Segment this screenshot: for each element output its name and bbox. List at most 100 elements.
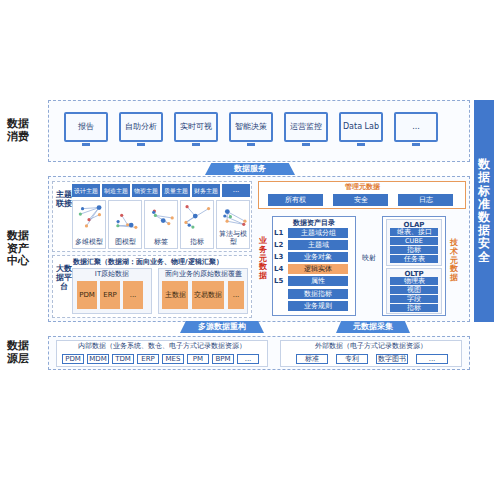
label-text: PDM — [65, 355, 81, 363]
label-text: MDM — [89, 355, 106, 363]
arrow-band: 多源数据重构 — [180, 321, 264, 333]
label-text: 实时可视 — [180, 122, 212, 131]
data-item: ... — [123, 281, 143, 309]
label-text: 数据资产目录 — [273, 217, 355, 227]
catalog-level: L3业务对象 — [288, 252, 348, 262]
label-text: 自助分析 — [125, 122, 157, 131]
label-text: 逻辑实体 — [304, 265, 332, 273]
arrow-band: 元数据采集 — [336, 321, 410, 333]
monitor-stand — [137, 143, 145, 146]
label-text: L1 — [274, 229, 283, 237]
tech-item: 维表、接口 — [390, 228, 438, 236]
tech-item: 视图 — [390, 286, 438, 294]
theme-box: 制造主题 — [102, 184, 130, 197]
metadata-item: 安全 — [333, 194, 388, 206]
metadata-box: 管理元数据所有权 安全 日志 — [258, 181, 466, 209]
label-text: 多源数据重构 — [198, 322, 246, 331]
label-text: 财务主题 — [194, 187, 218, 194]
label-text: 技术元数据 — [450, 239, 458, 283]
label-text: 管理元数据 — [259, 182, 465, 191]
label-text: 制造主题 — [104, 187, 128, 194]
label-text: 属性 — [311, 277, 325, 285]
label-text: 交易数据 — [194, 291, 222, 299]
model-panel: 算法与模型 — [216, 200, 250, 249]
source-item: PDM — [62, 354, 84, 364]
label-text: PDM — [79, 291, 95, 299]
label-text: 视图 — [407, 286, 421, 294]
label-text: 数据消费 — [6, 118, 30, 143]
data-item: 主数据 — [162, 281, 188, 309]
label-text: ERP — [141, 355, 155, 363]
label-text: ... — [412, 122, 420, 131]
label-text: 内部数据（业务系统、数仓、电子方式记录数据资源） — [57, 341, 267, 350]
label-text: Data Lab — [343, 122, 379, 131]
label-text: 多维模型 — [75, 238, 103, 248]
model-graphic — [217, 203, 249, 233]
monitor-stand — [247, 143, 255, 146]
label-text: IT原始数据 — [73, 269, 151, 278]
label-text: 数据服务 — [234, 164, 266, 173]
metadata-item: 日志 — [398, 194, 453, 206]
layer-region: 数据消费报告自助分析实时可视智能决策运营监控Data Lab... — [48, 100, 470, 162]
label-text: L4 — [274, 265, 283, 273]
label-text: 维表、接口 — [397, 228, 432, 236]
label-text: 业务规则 — [304, 302, 332, 310]
model-panel: 标签 — [144, 200, 178, 249]
source-group: IT原始数据PDMERP... — [72, 268, 152, 314]
monitor-stand — [412, 143, 420, 146]
monitor-stand — [302, 143, 310, 146]
theme-box: 物资主题 — [132, 184, 160, 197]
model-panel: 多维模型 — [72, 200, 106, 249]
metadata-item: 所有权 — [268, 194, 323, 206]
label-text: MES — [166, 355, 181, 363]
label-text: 物资主题 — [134, 187, 158, 194]
monitor-stand — [192, 143, 200, 146]
label-text: 业务元数据 — [259, 237, 267, 281]
label-text: OLAP — [387, 220, 441, 229]
label-text: 标准 — [305, 355, 319, 363]
source-box: 外部数据（电子方式记录数据资源）标准专利数字图书... — [280, 340, 462, 367]
metadata-item: 数据指标 — [288, 289, 348, 299]
label-text: 业务对象 — [304, 253, 332, 261]
label-text: 数据源层 — [6, 340, 30, 365]
label-text: PM — [193, 355, 203, 363]
tech-item: 任务表 — [390, 255, 438, 263]
monitor-box: 实时可视 — [174, 112, 218, 142]
label-text: 主题域 — [308, 241, 329, 249]
source-group: 面向业务的原始数据覆盖主数据交易数据... — [158, 268, 248, 314]
label-text: 数据标准 数据安全 — [478, 158, 490, 264]
label-text: 外部数据（电子方式记录数据资源） — [281, 341, 461, 350]
label-text: 安全 — [354, 196, 368, 204]
theme-box: ... — [222, 184, 250, 197]
monitor-stand — [82, 143, 90, 146]
label-text: L3 — [274, 253, 283, 261]
data-item: 交易数据 — [192, 281, 224, 309]
data-item: PDM — [77, 281, 97, 309]
label-text: 任务表 — [404, 255, 425, 263]
label-text: 算法与模型 — [217, 230, 249, 248]
tech-group: OLAP维表、接口CUBE指标任务表 — [386, 219, 442, 266]
monitor-box: ... — [394, 112, 438, 142]
label-text: 图模型 — [115, 238, 136, 248]
label-text: 质量主题 — [164, 187, 188, 194]
monitor-box: 运营监控 — [284, 112, 328, 142]
label-text: 数据汇聚（数据湖：面向业务、物理/逻辑汇聚） — [73, 258, 223, 266]
monitor-stand — [357, 143, 365, 146]
source-item: ... — [416, 354, 448, 364]
tech-item: 字段 — [390, 295, 438, 303]
label-text: 数据指标 — [304, 290, 332, 298]
label-text: 指标 — [407, 304, 421, 312]
tech-metadata-box: 技术元数据OLAP维表、接口CUBE指标任务表OLTP物理表视图字段指标 — [382, 216, 446, 316]
label-text: 报告 — [78, 122, 94, 131]
label-text: L2 — [274, 241, 283, 249]
label-text: TDM — [115, 355, 131, 363]
monitor-box: 报告 — [64, 112, 108, 142]
label-text: 主数据 — [165, 291, 186, 299]
catalog-level: L1主题域分组 — [288, 228, 348, 238]
source-box: 内部数据（业务系统、数仓、电子方式记录数据资源） PDM MDM TDM ERP MES P… — [56, 340, 268, 367]
theme-box: 财务主题 — [192, 184, 220, 197]
label-text: 面向业务的原始数据覆盖 — [159, 269, 247, 278]
source-item: 标准 — [296, 354, 328, 364]
label-text: 所有权 — [285, 196, 306, 204]
